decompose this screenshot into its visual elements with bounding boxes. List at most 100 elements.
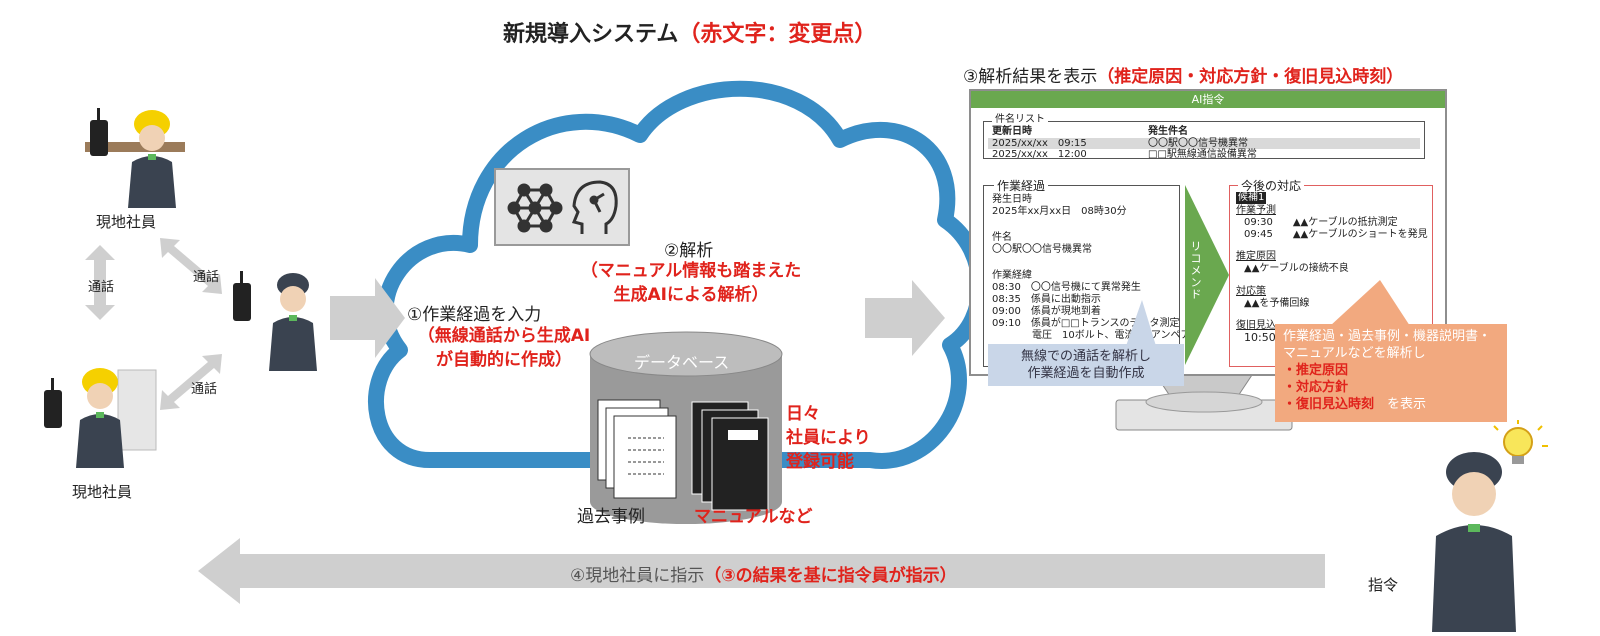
forecast-entry: 09:30 ▲▲ケーブルの抵抗測定 xyxy=(1244,217,1398,228)
case-row-subject: □□駅無線通信設備異常 xyxy=(1148,149,1257,160)
case-row-datetime: 2025/xx/xx 12:00 xyxy=(992,149,1087,160)
worker-body-icon xyxy=(76,414,124,468)
auto-log-callout-pointer xyxy=(1126,300,1156,346)
worker-top-label: 現地社員 xyxy=(96,213,157,231)
monitor-header: AI指令 xyxy=(971,91,1445,108)
analysis-callout-tail: を表示 xyxy=(1387,397,1427,412)
input-note: （無線通話から生成AI が自動的に作成） xyxy=(410,324,598,372)
lightbulb-icon xyxy=(1493,420,1548,464)
step3-heading: ③解析結果を表示（推定原因・対応方針・復旧見込時刻） xyxy=(963,62,1403,87)
call-arrows xyxy=(85,238,222,410)
analysis-callout-pointer xyxy=(1330,280,1410,326)
worker-body-icon xyxy=(128,156,176,208)
past-cases-label: 過去事例 xyxy=(577,507,645,527)
auto-log-callout-line-1: 無線での通話を解析し xyxy=(1020,349,1151,364)
col-datetime-header: 更新日時 xyxy=(992,126,1032,137)
equipment-cabinet-icon xyxy=(117,369,157,451)
analysis-label: ②解析 xyxy=(664,241,714,261)
database-figure xyxy=(588,330,784,526)
forecast-entry: 09:45 ▲▲ケーブルのショートを発見 xyxy=(1244,229,1428,240)
call-left-label: 通話 xyxy=(88,280,115,295)
case-list: 件名リスト 更新日時 発生件名 2025/xx/xx 09:15 〇〇駅〇〇信号… xyxy=(983,114,1425,160)
work-progress-title: 作業経過 xyxy=(994,177,1049,194)
manuals-label: マニュアルなど xyxy=(694,507,813,527)
worker-right-figure xyxy=(225,265,335,375)
call-bottom-right-label: 通話 xyxy=(191,382,218,397)
input-label: ①作業経過を入力 xyxy=(407,305,542,325)
monitor-stand xyxy=(1114,372,1294,434)
analysis-note-line-2: 生成AIによる解析） xyxy=(613,285,769,305)
output-arrow xyxy=(865,280,945,356)
ai-icon-box xyxy=(494,168,630,246)
instruction-arrow xyxy=(198,538,1325,604)
analysis-callout-item: ・推定原因 xyxy=(1283,363,1349,378)
candidate-tag[interactable]: 候補1 xyxy=(1236,192,1267,204)
case-list-title: 件名リスト xyxy=(992,114,1048,126)
log-entry: 09:10 係員が□□トランスのデータ測定 xyxy=(992,318,1180,329)
title-main: 新規導入システム xyxy=(503,22,679,47)
worker-body-icon xyxy=(269,317,317,371)
analysis-callout-item: ・対応方針 xyxy=(1283,380,1349,395)
step3-label: ③解析結果を表示 xyxy=(963,67,1098,87)
analysis-note-line-1: （マニュアル情報も踏まえた xyxy=(580,261,802,281)
input-note-line-2: が自動的に作成） xyxy=(436,350,572,370)
title-note: （赤文字：変更点） xyxy=(678,22,877,47)
worker-bottom-label: 現地社員 xyxy=(72,483,133,501)
worker-top-figure xyxy=(80,100,190,210)
forecast-label: 作業予測 xyxy=(1236,205,1276,216)
cause-value: ▲▲ケーブルの接続不良 xyxy=(1244,263,1349,274)
log-entry: 08:35 係員に出動指示 xyxy=(992,294,1101,305)
subject-value: 〇〇駅〇〇信号機異常 xyxy=(992,244,1092,255)
input-arrow xyxy=(330,278,405,358)
db-label: データベース xyxy=(634,353,730,372)
manual-binder-icon xyxy=(691,401,769,511)
case-row-datetime: 2025/xx/xx 09:15 xyxy=(992,138,1087,149)
worker-bottom-figure xyxy=(38,360,158,470)
recovery-value: 10:50 xyxy=(1244,331,1276,344)
analysis-callout-line-1: 作業経過・過去事例・機器説明書・ xyxy=(1283,329,1492,344)
log-entry: 09:00 係員が現地到着 xyxy=(992,306,1101,317)
ai-head-icon xyxy=(571,180,618,234)
face-icon xyxy=(1452,472,1496,516)
input-note-line-1: （無線通話から生成AI xyxy=(417,326,591,346)
analysis-callout: 作業経過・過去事例・機器説明書・ マニュアルなどを解析し ・推定原因 ・対応方針… xyxy=(1275,324,1507,422)
past-cases-document-icon xyxy=(597,399,677,499)
recovery-label: 復旧見込 xyxy=(1236,320,1276,331)
col-subject-header: 発生件名 xyxy=(1148,126,1188,137)
analysis-callout-item: ・復旧見込時刻 xyxy=(1283,397,1375,412)
auto-log-callout: 無線での通話を解析し 作業経過を自動作成 xyxy=(988,344,1184,386)
call-arrow-top-right xyxy=(160,238,222,294)
dispatcher-label: 指令 xyxy=(1368,576,1399,594)
call-top-right-label: 通話 xyxy=(193,270,220,285)
subject-label: 件名 xyxy=(992,232,1012,243)
daily-note-line-1: 日々 xyxy=(786,404,820,424)
future-actions-panel: 今後の対応 候補1 作業予測 09:30 ▲▲ケーブルの抵抗測定 09:45 ▲… xyxy=(1229,177,1433,367)
daily-note-line-2: 社員により xyxy=(786,428,871,448)
log-entry: 08:30 〇〇信号機にて異常発生 xyxy=(992,282,1141,293)
daily-note-line-3: 登録可能 xyxy=(786,452,854,472)
radio-icon xyxy=(90,120,108,156)
radio-icon xyxy=(233,283,251,321)
call-arrow-bottom-right xyxy=(160,354,222,410)
measure-label: 対応策 xyxy=(1236,286,1266,297)
neural-network-icon xyxy=(507,183,563,233)
recommend-arrow xyxy=(1185,185,1229,365)
page-title: 新規導入システム（赤文字：変更点） xyxy=(503,16,876,48)
call-arrow-left xyxy=(85,245,115,320)
auto-log-callout-line-2: 作業経過を自動作成 xyxy=(1027,366,1145,381)
face-icon xyxy=(87,383,113,409)
face-icon xyxy=(280,286,306,312)
case-row-subject: 〇〇駅〇〇信号機異常 xyxy=(1148,138,1248,149)
case-row-selected[interactable]: 2025/xx/xx 09:15 〇〇駅〇〇信号機異常 xyxy=(988,138,1420,149)
measure-value: ▲▲を予備回線 xyxy=(1244,298,1310,309)
log-entry: 電圧 10ボルト、電流 1アンペア xyxy=(992,330,1191,341)
cause-label: 推定原因 xyxy=(1236,251,1276,262)
analysis-callout-line-2: マニュアルなどを解析し xyxy=(1283,346,1426,361)
occurred-value: 2025年xx月xx日 08時30分 xyxy=(992,206,1127,217)
case-row[interactable]: 2025/xx/xx 12:00 □□駅無線通信設備異常 xyxy=(988,149,1420,160)
log-label: 作業経緯 xyxy=(992,270,1032,281)
future-actions-title: 今後の対応 xyxy=(1238,177,1305,194)
recommend-label: リコメンド xyxy=(1190,240,1202,301)
database-cylinder-top xyxy=(589,331,783,377)
